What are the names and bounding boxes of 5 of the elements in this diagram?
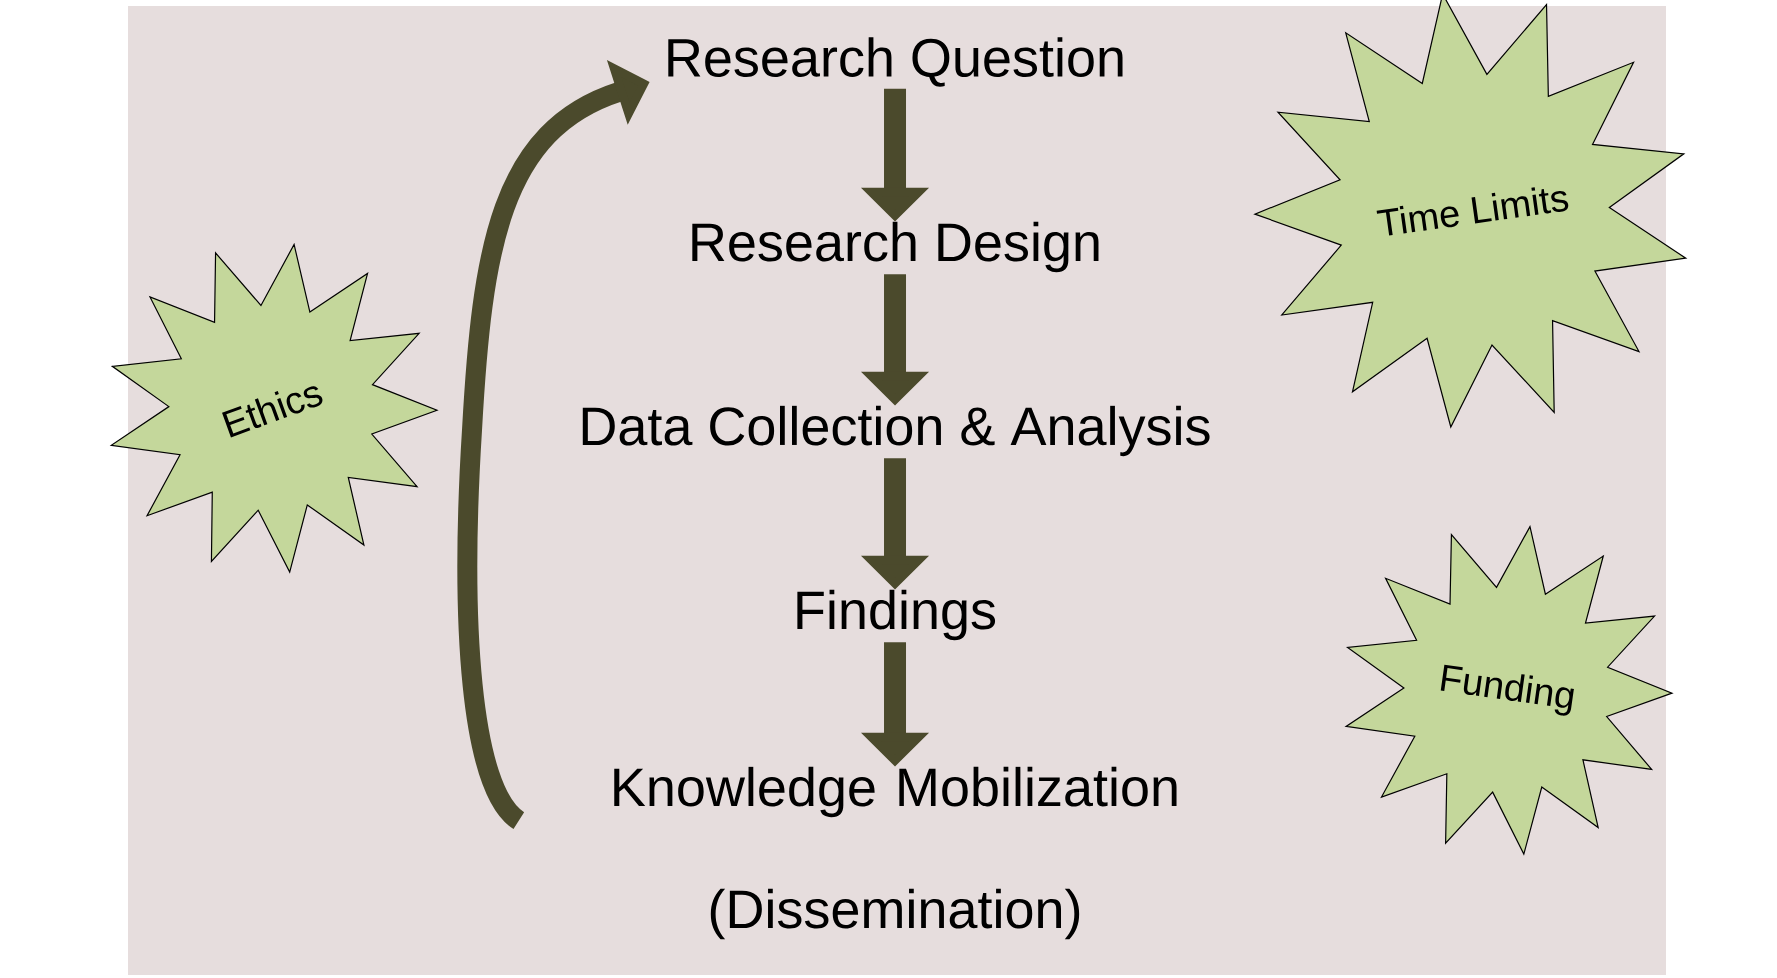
step-label: Research Design <box>692 221 1099 273</box>
step-label: Data Collection & Analysis <box>582 405 1210 457</box>
step-label: Research Question <box>668 37 1123 87</box>
step-label: Findings <box>797 589 996 641</box>
step-label: Knowledge Mobilization (Dissemination) <box>614 766 1177 940</box>
